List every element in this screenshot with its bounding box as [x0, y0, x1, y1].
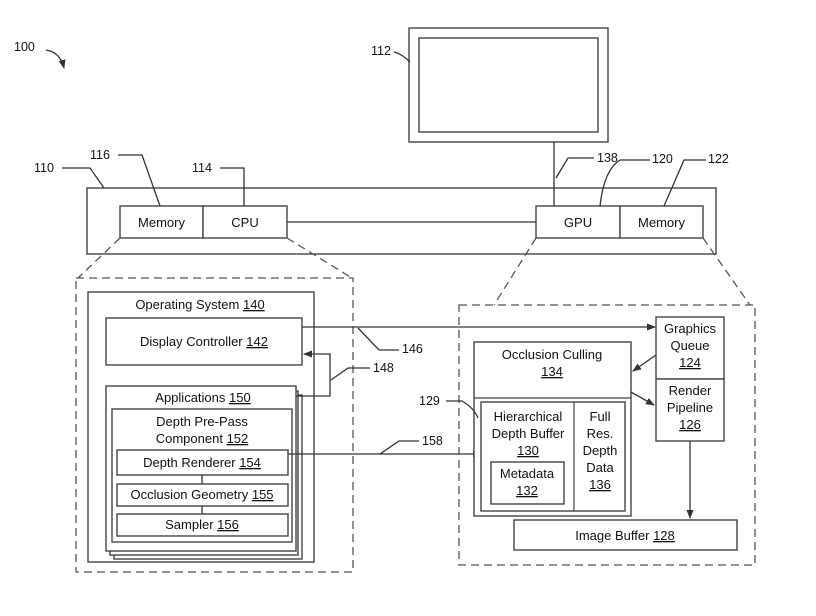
hier-depth-buffer-num: 130 — [517, 443, 539, 458]
right-expansion-line-b — [702, 237, 751, 306]
graphics-queue-label-line2: Queue — [670, 338, 709, 353]
ref-146: 146 — [402, 342, 423, 356]
render-pipeline-label-line1: Render — [669, 383, 712, 398]
display-controller-label: Display Controller 142 — [140, 334, 268, 349]
occlusion-culling-num: 134 — [541, 364, 563, 379]
ref-116: 116 — [90, 148, 110, 162]
graphics-queue-to-occlusion-culling-arrow — [632, 354, 657, 372]
full-res-label-line4: Data — [586, 460, 614, 475]
ref-114: 114 — [192, 161, 212, 175]
ref-129-leader — [446, 400, 479, 419]
memory-box — [119, 205, 204, 239]
sampler-label: Sampler 156 — [165, 517, 239, 532]
ref-138: 138 — [597, 151, 618, 165]
ref-116-leader — [118, 154, 161, 207]
cpu-label: CPU — [231, 215, 258, 230]
ref-110-leader — [62, 167, 105, 189]
ref-158: 158 — [422, 434, 443, 448]
gpu-memory-label: Memory — [638, 215, 685, 230]
depth-prepass-label-line2: Component 152 — [156, 431, 249, 446]
gpu-memory-box — [619, 205, 704, 239]
ref-100: 100 — [14, 40, 35, 54]
full-res-label-line2: Res. — [587, 426, 614, 441]
metadata-label: Metadata — [500, 466, 555, 481]
memory-expansion-region — [75, 277, 354, 573]
ref-120: 120 — [652, 152, 673, 166]
depth-renderer-box — [116, 449, 289, 476]
full-res-num: 136 — [589, 477, 611, 492]
render-pipeline-label-line2: Pipeline — [667, 400, 713, 415]
ref-122-leader — [663, 159, 706, 207]
ref-158-leader — [379, 440, 419, 455]
depth-renderer-label: Depth Renderer 154 — [143, 455, 261, 470]
sampler-box — [116, 513, 289, 537]
memory-label: Memory — [138, 215, 185, 230]
gpu-expansion-region — [458, 304, 756, 566]
display-monitor-screen — [418, 37, 599, 133]
operating-system-label: Operating System 140 — [135, 297, 264, 312]
ref-129: 129 — [419, 394, 440, 408]
full-res-label-line3: Depth — [583, 443, 618, 458]
graphics-queue-label-line1: Graphics — [664, 321, 717, 336]
image-buffer-label: Image Buffer 128 — [575, 528, 675, 543]
ref-148-leader — [330, 367, 370, 381]
graphics-queue-box — [655, 316, 725, 380]
hier-depth-buffer-label-line1: Hierarchical — [494, 409, 563, 424]
ref-146-leader — [357, 327, 399, 351]
metadata-box — [490, 461, 565, 505]
gpu-label: GPU — [564, 215, 592, 230]
apps-to-display-controller-arrow — [296, 350, 331, 397]
render-pipeline-num: 126 — [679, 417, 701, 432]
hier-depth-buffer-label-line2: Depth Buffer — [492, 426, 565, 441]
applications-label: Applications 150 — [155, 390, 250, 405]
gpu-box — [535, 205, 621, 239]
ref-100-arrow — [45, 49, 66, 69]
right-expansion-line-a — [493, 237, 537, 306]
ref-148: 148 — [373, 361, 394, 375]
occlusion-culling-label: Occlusion Culling — [502, 347, 602, 362]
ref-138-leader — [555, 157, 594, 179]
depth-prepass-label-line1: Depth Pre-Pass — [156, 414, 248, 429]
ref-120-leader — [599, 159, 650, 207]
ref-122: 122 — [708, 152, 729, 166]
display-controller-box — [105, 317, 303, 366]
graphics-queue-num: 124 — [679, 355, 701, 370]
image-buffer-box — [513, 519, 738, 551]
left-expansion-line-a — [77, 237, 121, 279]
full-res-label-line1: Full — [590, 409, 611, 424]
ref-112-leader — [393, 51, 411, 63]
ref-112: 112 — [371, 44, 391, 58]
occlusion-geometry-label: Occlusion Geometry 155 — [130, 487, 273, 502]
occlusion-culling-to-render-pipeline-arrow — [630, 391, 655, 406]
ref-110: 110 — [34, 161, 54, 175]
metadata-num: 132 — [516, 483, 538, 498]
render-pipeline-box — [655, 378, 725, 442]
ref-114-leader — [220, 167, 245, 206]
